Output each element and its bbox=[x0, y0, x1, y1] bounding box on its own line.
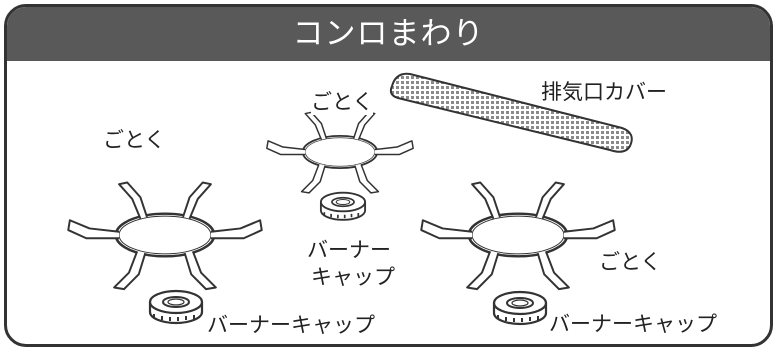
gotoku-right-label: ごとく bbox=[599, 250, 662, 276]
burner-cap-center-label-line1: バーナー bbox=[307, 238, 391, 264]
burner-cap-right-graphic bbox=[492, 290, 548, 326]
burner-cap-center-label-line2: キャップ bbox=[311, 265, 395, 291]
burner-cap-left-graphic bbox=[148, 289, 204, 325]
trivet-right-graphic bbox=[420, 181, 616, 291]
burner-cap-right-label: バーナーキャップ bbox=[549, 312, 717, 338]
exhaust-cover-graphic bbox=[389, 72, 633, 153]
gotoku-top-label: ごとく bbox=[311, 90, 374, 116]
trivet-top-graphic bbox=[265, 111, 415, 194]
figure-title: コンロまわり bbox=[7, 7, 770, 61]
burner-cap-left-label: バーナーキャップ bbox=[207, 313, 375, 339]
exhaust-cover-label: 排気口カバー bbox=[541, 80, 667, 106]
burner-cap-center-graphic bbox=[319, 191, 367, 221]
gotoku-left-label: ごとく bbox=[103, 128, 166, 154]
trivet-left-graphic bbox=[67, 181, 263, 291]
